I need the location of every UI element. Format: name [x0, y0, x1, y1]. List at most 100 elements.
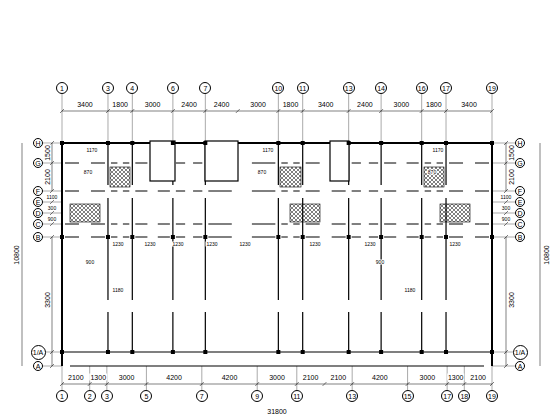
- dimension-text: 1800: [111, 101, 129, 108]
- dimension-text: 900: [47, 217, 57, 222]
- axis-line: [302, 94, 303, 143]
- dimension-text: 3000: [268, 374, 286, 381]
- axis-line: [257, 366, 258, 390]
- column: [106, 350, 110, 354]
- wall: [421, 312, 422, 352]
- axis-line: [407, 366, 408, 390]
- axis-number: 3: [106, 85, 110, 92]
- wall: [437, 224, 443, 225]
- wall: [91, 237, 105, 238]
- wall: [449, 191, 463, 192]
- dimension-text: 3400: [317, 101, 335, 108]
- axis-number: 4: [130, 85, 134, 92]
- axis-bubble: 5: [140, 390, 152, 402]
- dimension-line: [445, 382, 449, 386]
- wall: [62, 142, 492, 144]
- axis-number: H: [517, 140, 522, 147]
- dimension-line: [50, 161, 54, 165]
- column: [203, 350, 207, 354]
- wall: [176, 191, 185, 192]
- axis-bubble: F: [33, 186, 43, 196]
- axis-bubble: A: [515, 361, 525, 371]
- dimension-text: 3400: [76, 101, 94, 108]
- axis-bubble: B: [33, 232, 43, 242]
- dimension-line: [60, 109, 64, 113]
- axis-line: [296, 366, 297, 390]
- axis-bubble: 17: [441, 390, 453, 402]
- dimension-text: 2100: [330, 374, 348, 381]
- dimension-text: 3300: [44, 291, 51, 309]
- dimension-text: 1800: [282, 101, 300, 108]
- dimension-line: [50, 189, 54, 193]
- axis-line: [348, 94, 349, 143]
- axis-number: 17: [442, 85, 450, 92]
- wall: [425, 163, 431, 164]
- dimension-text: 1800: [425, 101, 443, 108]
- dimension-line: [52, 143, 53, 191]
- stair-hatch: [280, 167, 301, 187]
- dimension-line: [130, 109, 134, 113]
- column: [490, 350, 494, 354]
- wall: [208, 191, 231, 192]
- axis-line: [492, 94, 493, 143]
- axis-number: 7: [203, 85, 207, 92]
- wall: [193, 224, 202, 225]
- wall: [475, 191, 489, 192]
- dimension-text: 3400: [460, 101, 478, 108]
- axis-bubble: 7: [196, 390, 208, 402]
- wall: [132, 198, 133, 300]
- dimension-text: 10800: [543, 244, 550, 265]
- dimension-text: 900: [501, 217, 511, 222]
- wall: [252, 237, 275, 238]
- stair-hatch: [110, 167, 130, 187]
- column: [171, 235, 175, 239]
- axis-bubble: 10: [272, 82, 284, 94]
- axis-line: [278, 94, 279, 143]
- dimension-line: [50, 235, 54, 239]
- wall: [475, 163, 489, 164]
- wall: [384, 237, 396, 238]
- axis-bubble: 1/A: [31, 345, 46, 360]
- axis-number: 2: [88, 393, 92, 400]
- wall: [158, 237, 170, 238]
- wall: [278, 143, 279, 185]
- dimension-line: [276, 109, 280, 113]
- axis-number: F: [36, 188, 40, 195]
- axis-line: [172, 94, 173, 143]
- wall: [384, 191, 396, 192]
- wall: [348, 312, 349, 352]
- axis-number: 13: [345, 85, 353, 92]
- axis-bubble: E: [515, 197, 525, 207]
- axis-line: [62, 94, 63, 143]
- wall: [123, 163, 129, 164]
- axis-bubble: 1/A: [513, 345, 528, 360]
- axis-bubble: C: [33, 219, 43, 229]
- wall: [107, 143, 108, 185]
- column: [301, 350, 305, 354]
- wall: [252, 191, 275, 192]
- dimension-text: 1230: [205, 242, 218, 247]
- wall: [123, 224, 129, 225]
- wall: [123, 237, 129, 238]
- wall: [281, 163, 287, 164]
- dimension-text: 1230: [363, 242, 376, 247]
- axis-bubble: 4: [126, 82, 138, 94]
- wall: [193, 237, 202, 238]
- dimension-line: [52, 237, 53, 366]
- dimension-text: 1170: [432, 148, 445, 153]
- dimension-line: [62, 111, 492, 112]
- axis-line: [492, 224, 515, 225]
- dimension-line: [490, 382, 494, 386]
- axis-number: E: [518, 199, 523, 206]
- axis-number: 1/A: [33, 349, 44, 356]
- axis-line: [492, 366, 493, 390]
- axis-number: B: [36, 234, 41, 241]
- axis-number: D: [517, 210, 522, 217]
- wall: [132, 312, 133, 352]
- axis-line: [381, 94, 382, 143]
- wall: [352, 224, 361, 225]
- wall: [107, 312, 108, 352]
- column: [276, 141, 280, 145]
- dimension-line: [106, 109, 110, 113]
- wall: [91, 163, 105, 164]
